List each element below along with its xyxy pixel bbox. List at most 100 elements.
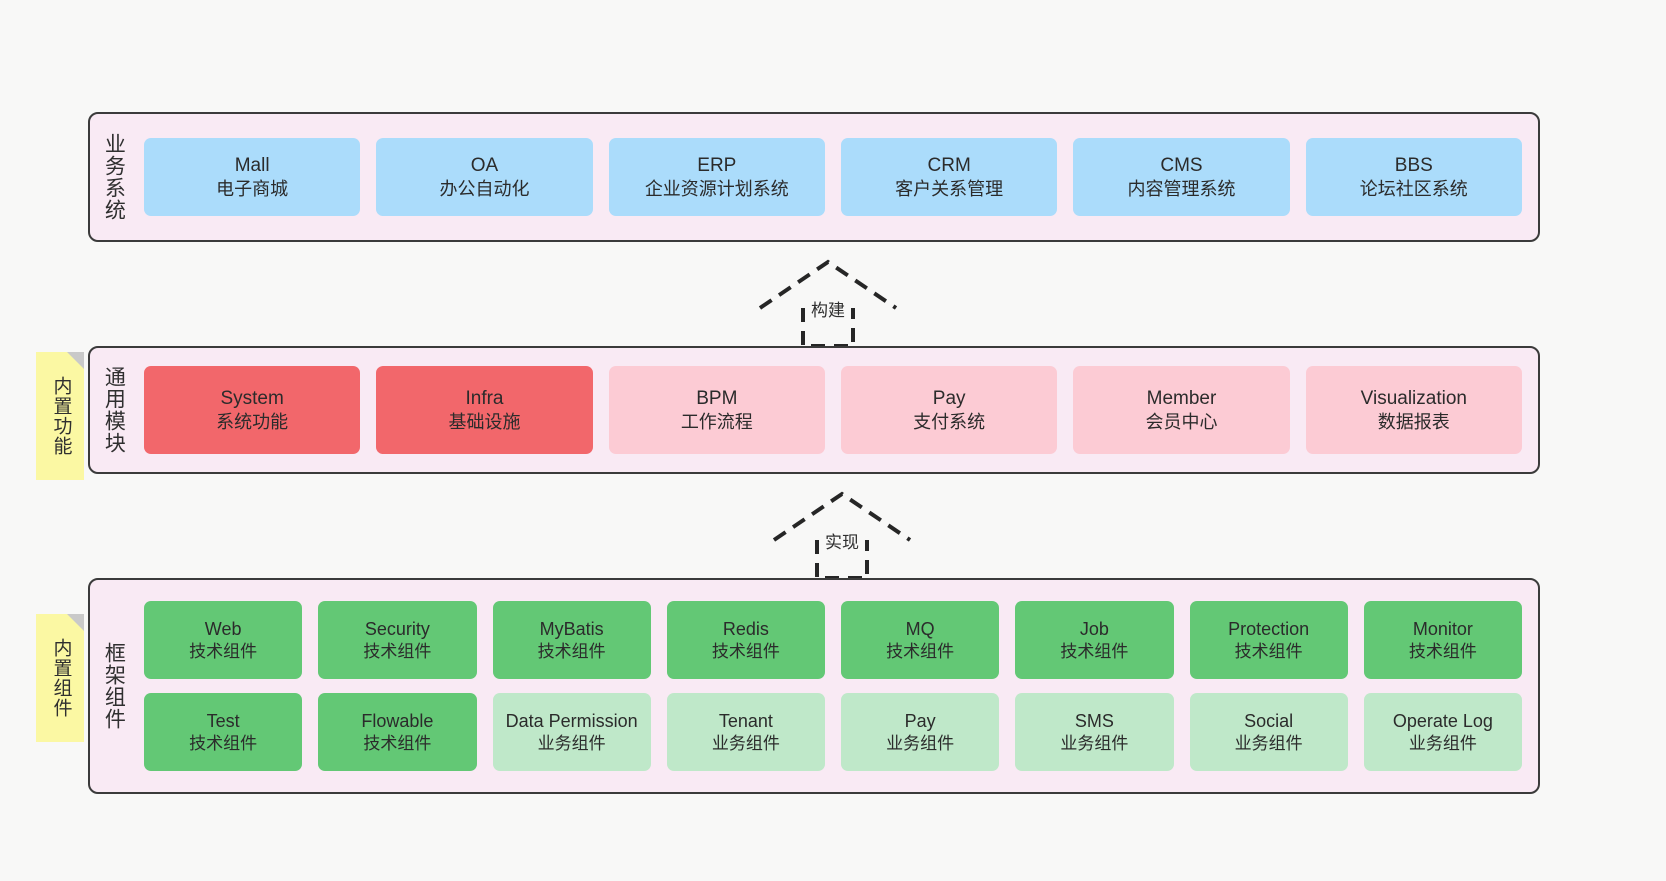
layer-framework-caption: 框架组件 (102, 642, 126, 730)
card-subtitle: 技术组件 (363, 733, 432, 753)
card-title: BPM (696, 387, 738, 409)
card-subtitle: 技术组件 (189, 733, 258, 753)
card-subtitle: 办公自动化 (439, 178, 530, 199)
card-subtitle: 业务组件 (1408, 733, 1477, 753)
card-title: Flowable (361, 711, 434, 732)
layer-business-caption: 业务系统 (102, 133, 126, 221)
card-subtitle: 企业资源计划系统 (644, 178, 789, 199)
card-title: CMS (1160, 154, 1203, 176)
card-subtitle: 技术组件 (1408, 641, 1477, 661)
card-title: Redis (722, 619, 769, 640)
card-subtitle: 业务组件 (886, 733, 955, 753)
card-subtitle: 客户关系管理 (895, 178, 1004, 199)
card-subtitle: 业务组件 (1234, 733, 1303, 753)
card-title: MQ (905, 619, 935, 640)
card-title: Visualization (1360, 387, 1467, 409)
layer-modules-caption: 通用模块 (102, 366, 126, 454)
card-title: SMS (1074, 711, 1114, 732)
sticky-note-builtin-component-label: 内置组件 (50, 638, 72, 718)
card-title: Test (206, 711, 240, 732)
card-subtitle: 论坛社区系统 (1359, 178, 1468, 199)
card-subtitle: 系统功能 (216, 411, 289, 432)
card-subtitle: 技术组件 (1234, 641, 1303, 661)
card-title: Mall (234, 154, 270, 176)
card-subtitle: 数据报表 (1377, 411, 1450, 432)
card-title: Pay (932, 387, 966, 409)
card-title: BBS (1394, 154, 1433, 176)
card-subtitle: 技术组件 (537, 641, 606, 661)
card-subtitle: 技术组件 (711, 641, 780, 661)
card-title: Social (1244, 711, 1294, 732)
card-title: Infra (465, 387, 504, 409)
card-title: Job (1079, 619, 1109, 640)
card-subtitle: 电子商城 (216, 178, 289, 199)
sticky-note-builtin-function-label: 内置功能 (50, 376, 72, 456)
connector-build: 构建 (758, 258, 898, 348)
connector-build-label: 构建 (811, 301, 845, 320)
card-title: ERP (697, 154, 737, 176)
card-subtitle: 技术组件 (1060, 641, 1129, 661)
card-title: CRM (927, 154, 971, 176)
card-subtitle: 内容管理系统 (1127, 178, 1236, 199)
card-title: Operate Log (1392, 711, 1493, 732)
card-subtitle: 技术组件 (363, 641, 432, 661)
card-subtitle: 技术组件 (189, 641, 258, 661)
card-subtitle: 业务组件 (711, 733, 780, 753)
card-title: Protection (1228, 619, 1310, 640)
card-subtitle: 基础设施 (448, 411, 521, 432)
card-title: Tenant (718, 711, 773, 732)
card-subtitle: 技术组件 (886, 641, 955, 661)
card-subtitle: 会员中心 (1145, 411, 1218, 432)
card-subtitle: 业务组件 (537, 733, 606, 753)
card-title: MyBatis (539, 619, 604, 640)
card-title: Web (204, 619, 242, 640)
sticky-fold-icon (67, 352, 84, 369)
card-title: Security (364, 619, 430, 640)
card-subtitle: 工作流程 (680, 411, 753, 432)
card-subtitle: 支付系统 (913, 411, 986, 432)
card-title: Monitor (1412, 619, 1473, 640)
card-title: Member (1146, 387, 1217, 409)
sticky-fold-icon (67, 614, 84, 631)
card-title: Pay (904, 711, 936, 732)
card-subtitle: 业务组件 (1060, 733, 1129, 753)
card-title: OA (470, 154, 499, 176)
